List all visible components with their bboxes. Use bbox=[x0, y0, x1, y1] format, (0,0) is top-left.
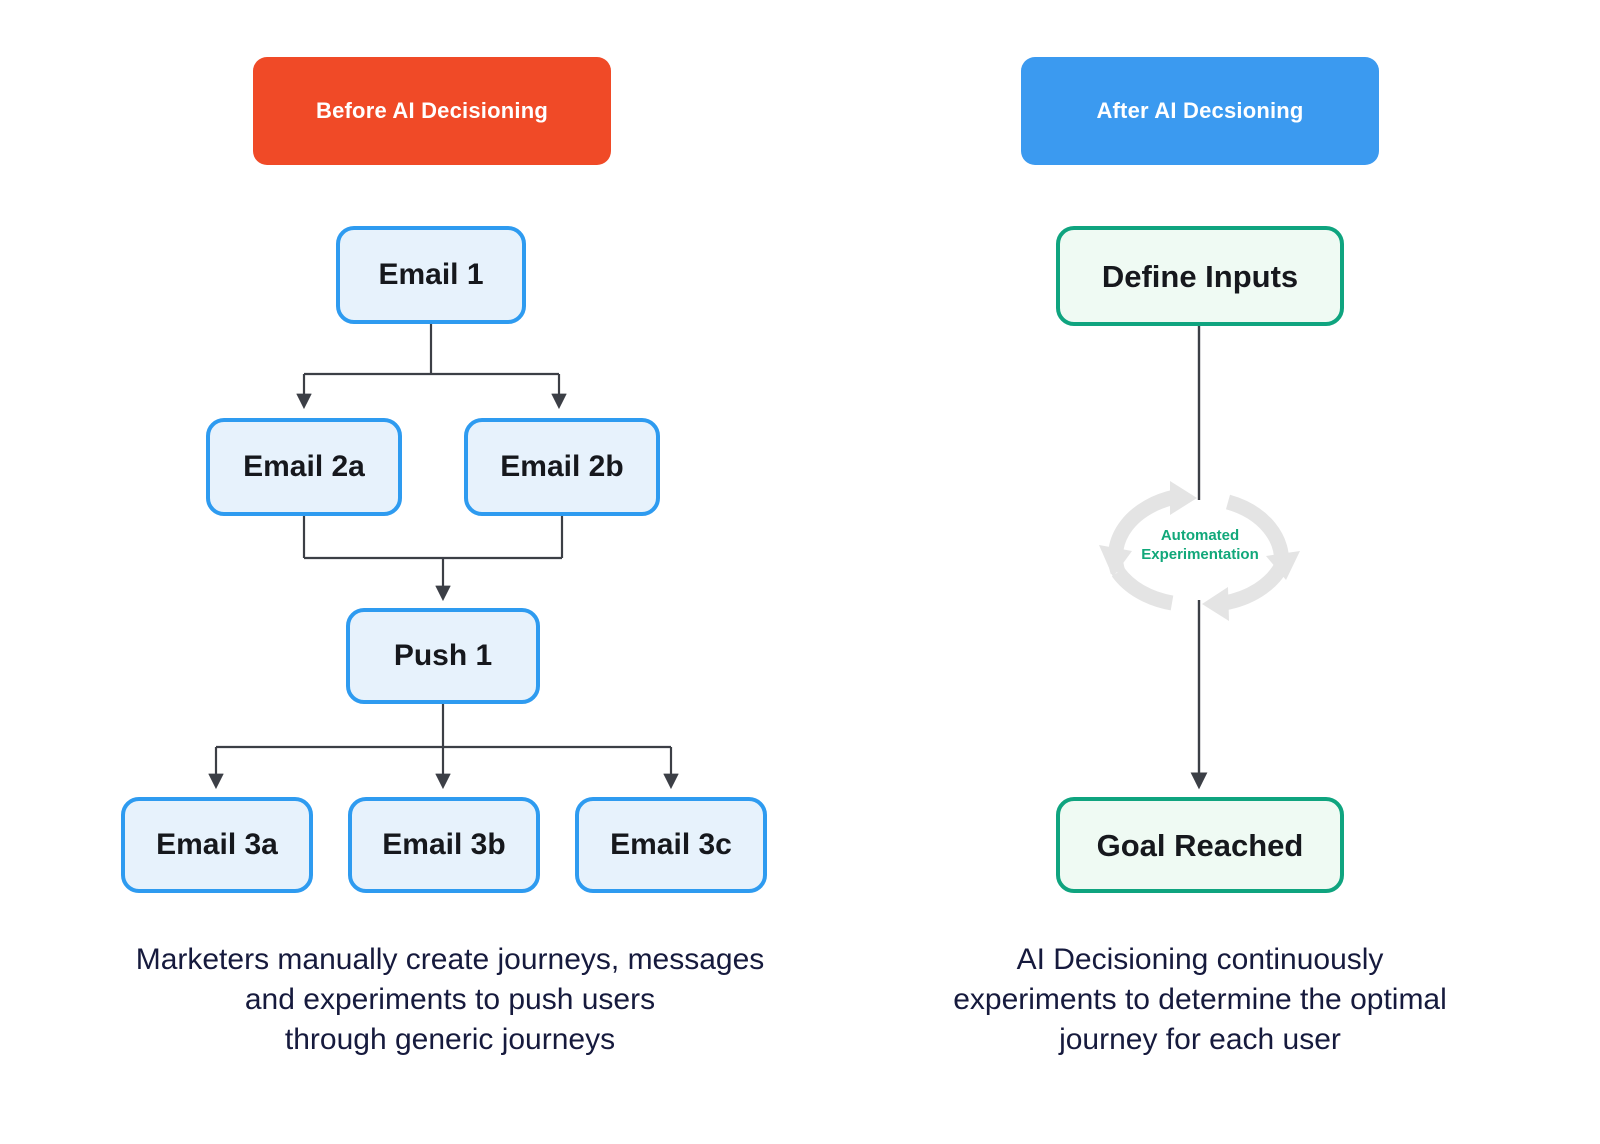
caption-after-line-2: experiments to determine the optimal bbox=[953, 982, 1447, 1016]
node-email-1-label: Email 1 bbox=[378, 258, 484, 291]
node-email-3b-label: Email 3b bbox=[382, 828, 506, 861]
badge-before-label: Before AI Decisioning bbox=[316, 98, 548, 123]
node-goal-reached[interactable]: Goal Reached bbox=[1056, 797, 1344, 893]
node-email-2b[interactable]: Email 2b bbox=[464, 418, 660, 516]
caption-before-line-2: and experiments to push users bbox=[244, 982, 656, 1016]
automated-experimentation-label: Automated Experimentation bbox=[1110, 527, 1290, 565]
caption-after-line-1: AI Decisioning continuously bbox=[1016, 943, 1384, 976]
node-email-1[interactable]: Email 1 bbox=[336, 226, 526, 324]
wire-email1-to-email2 bbox=[296, 324, 567, 410]
node-push-1-label: Push 1 bbox=[393, 639, 493, 672]
node-push-1[interactable]: Push 1 bbox=[346, 608, 540, 704]
node-email-2a-label: Email 2a bbox=[243, 450, 365, 483]
node-email-3c[interactable]: Email 3c bbox=[575, 797, 767, 893]
node-email-3c-label: Email 3c bbox=[610, 828, 732, 861]
node-email-3a[interactable]: Email 3a bbox=[121, 797, 313, 893]
caption-before-line-1: Marketers manually create journeys, mess… bbox=[135, 943, 765, 976]
node-define-inputs-label: Define Inputs bbox=[1101, 258, 1299, 294]
node-define-inputs[interactable]: Define Inputs bbox=[1056, 226, 1344, 326]
node-email-2b-label: Email 2b bbox=[500, 450, 624, 483]
badge-after-label: After AI Decsioning bbox=[1096, 98, 1304, 123]
cycle-label-line-2: Experimentation bbox=[1141, 545, 1259, 563]
caption-before-line-3: through generic journeys bbox=[284, 1022, 616, 1056]
node-goal-reached-label: Goal Reached bbox=[1096, 827, 1304, 863]
node-email-2a[interactable]: Email 2a bbox=[206, 418, 402, 516]
badge-after-ai-decisioning: After AI Decsioning bbox=[1021, 57, 1379, 165]
badge-before-ai-decisioning: Before AI Decisioning bbox=[253, 57, 611, 165]
caption-after-line-3: journey for each user bbox=[1059, 1022, 1341, 1056]
node-email-3b[interactable]: Email 3b bbox=[348, 797, 540, 893]
wire-email2-to-push1 bbox=[302, 516, 564, 602]
cycle-label-line-1: Automated bbox=[1160, 527, 1240, 544]
caption-before: Marketers manually create journeys, mess… bbox=[60, 940, 840, 1060]
wire-push1-to-email3 bbox=[208, 704, 679, 790]
node-email-3a-label: Email 3a bbox=[156, 828, 278, 861]
caption-after: AI Decisioning continuously experiments … bbox=[880, 940, 1520, 1060]
